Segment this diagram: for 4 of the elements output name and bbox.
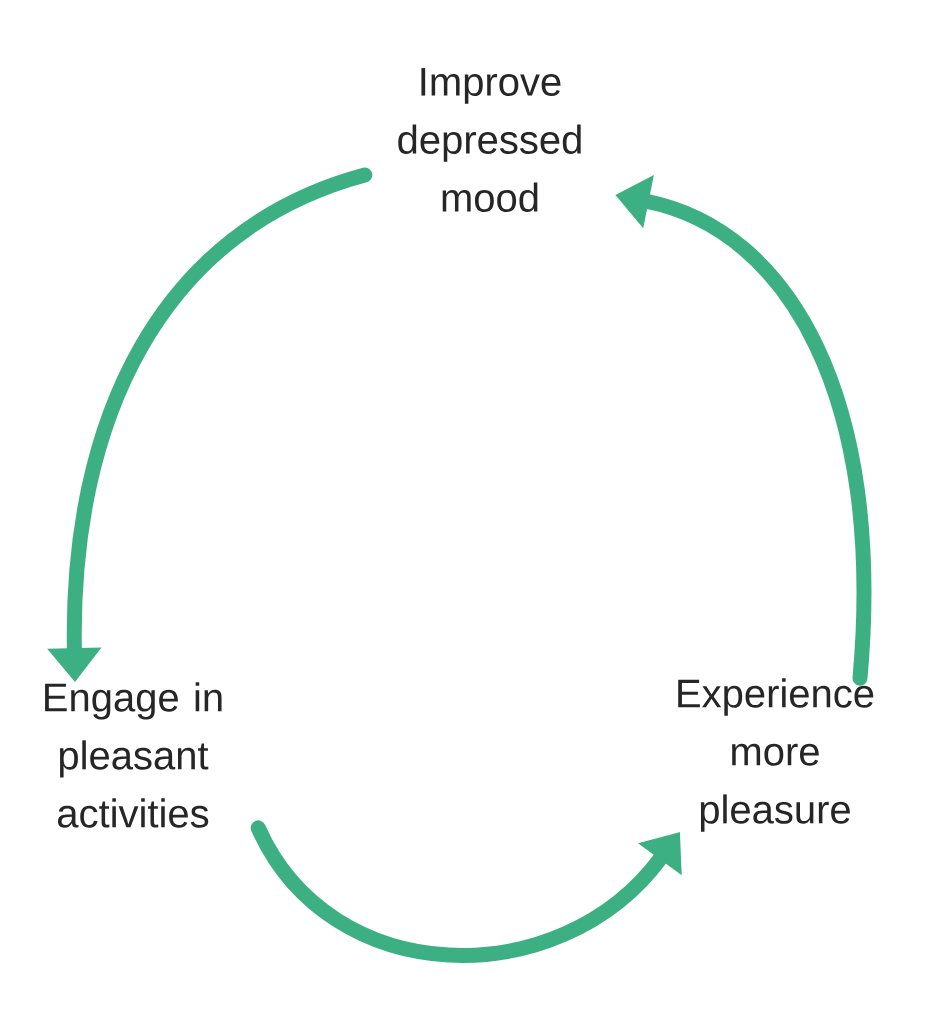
step-label: Experience more pleasure: [678, 678, 874, 832]
step-label: Improve depressed mood: [398, 68, 581, 212]
step-label: Engage in pleasant activities: [45, 682, 222, 828]
curved-arrow: [250, 820, 682, 963]
